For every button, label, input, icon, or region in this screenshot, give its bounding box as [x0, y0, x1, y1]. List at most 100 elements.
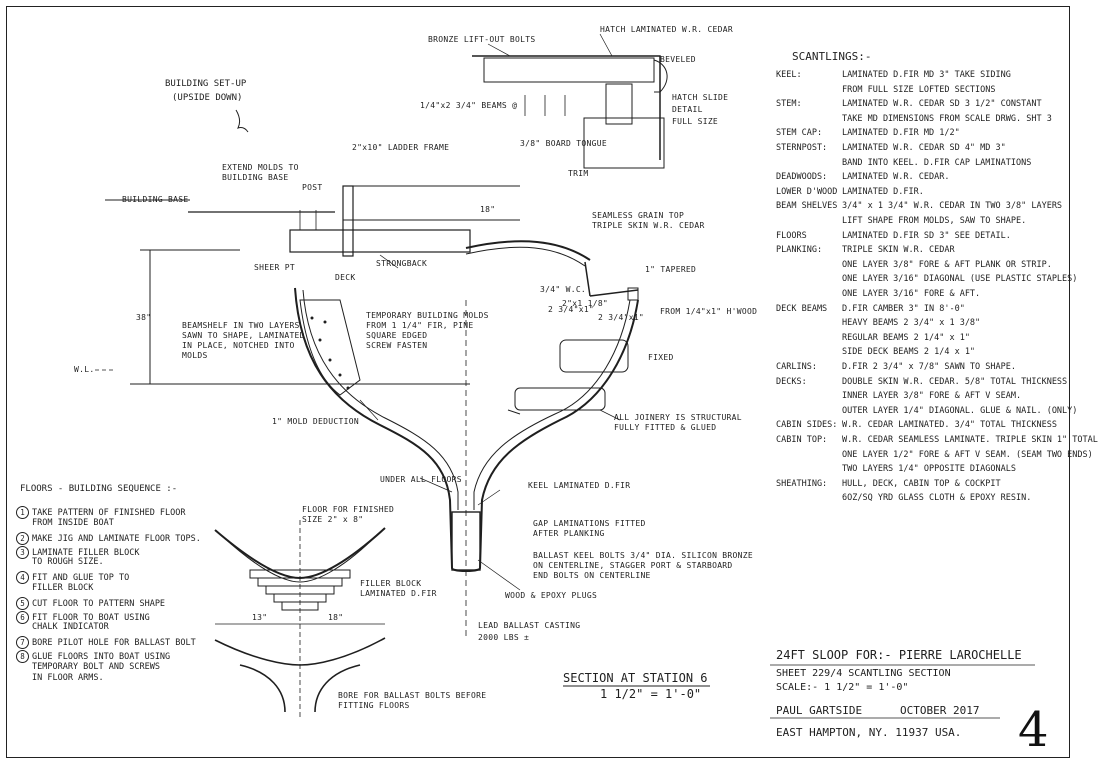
label-dim-2x18: 2"x1 1/8": [562, 299, 608, 308]
scantling-label: DEADWOODS:: [776, 172, 828, 183]
scantling-text: HULL, DECK, CABIN TOP & COCKPIT: [842, 478, 1001, 489]
label-gap-lam-2: AFTER PLANKING: [533, 529, 605, 538]
scantling-text: LIFT SHAPE FROM MOLDS, SAW TO SHAPE.: [842, 216, 1027, 226]
scantling-text: ONE LAYER 3/8" FORE & AFT PLANK OR STRIP…: [842, 259, 1052, 270]
label-beamshelf-1: BEAMSHELF IN TWO LAYERS: [182, 321, 300, 330]
label-trim: TRIM: [568, 169, 588, 178]
sequence-step-line: IN FLOOR ARMS.: [32, 673, 104, 684]
label-hatch-laminated: HATCH LAMINATED W.R. CEDAR: [600, 25, 733, 34]
title-line-1: 24FT SLOOP FOR:- PIERRE LAROCHELLE: [776, 648, 1022, 662]
scantling-text: INNER LAYER 3/8" FORE & AFT V SEAM.: [842, 391, 1022, 402]
label-dim-34: 3/4" W.C.: [540, 285, 586, 294]
label-dim-13: 13": [252, 613, 267, 622]
label-extend-molds-1: EXTEND MOLDS TO: [222, 163, 299, 172]
post: [342, 185, 354, 257]
label-lead-ballast-1: LEAD BALLAST CASTING: [478, 621, 580, 630]
sequence-step-line: TEMPORARY BOLT AND SCREWS: [32, 662, 160, 673]
label-seamless-grain-1: SEAMLESS GRAIN TOP: [592, 211, 684, 220]
label-lead-ballast-2: 2000 LBS ±: [478, 633, 529, 642]
berth-back: [559, 339, 629, 373]
scantling-text: SIDE DECK BEAMS 2 1/4 x 1": [842, 347, 976, 358]
step-number: 7: [16, 636, 29, 649]
drawing-date: OCTOBER 2017: [900, 704, 980, 717]
scantling-text: OUTER LAYER 1/4" DIAGONAL. GLUE & NAIL. …: [842, 405, 1078, 416]
scantling-label: LOWER D'WOOD: [776, 186, 838, 197]
step-number: 6: [16, 610, 29, 624]
step-number: 4: [16, 571, 29, 584]
section-scale: 1 1/2" = 1'-0": [600, 687, 701, 701]
strongback-beam: [289, 229, 471, 253]
scantling-label: STEM:: [776, 99, 802, 110]
step-number: 8: [16, 650, 29, 663]
side-deck: [589, 289, 639, 297]
scantling-text: TWO LAYERS 1/4" OPPOSITE DIAGONALS: [842, 464, 1016, 475]
label-dim-234: 2 3/4"x1": [598, 313, 644, 322]
scantling-text: ONE LAYER 3/16" FORE & AFT.: [842, 289, 981, 299]
floor-pattern-curve: [214, 637, 386, 666]
hull-inner-shell: [302, 289, 631, 510]
label-filler-block-1: FILLER BLOCK: [360, 579, 421, 588]
label-mold-deduction: 1" MOLD DEDUCTION: [272, 417, 359, 426]
floors-sequence-title: FLOORS - BUILDING SEQUENCE :-: [20, 484, 178, 494]
step-text: CHALK INDICATOR: [32, 622, 109, 632]
label-building-base: BUILDING BASE: [122, 195, 189, 204]
step-number: 1: [16, 506, 29, 519]
label-hatch-slide-1: HATCH SLIDE: [672, 93, 728, 102]
scantling-label: STEM CAP:: [776, 128, 823, 139]
scantling-text: FROM FULL SIZE LOFTED SECTIONS: [842, 84, 996, 95]
step-text: TEMPORARY BOLT AND SCREWS: [32, 661, 160, 672]
scantling-text: BAND INTO KEEL. D.FIR CAP LAMINATIONS: [842, 157, 1032, 168]
cabin-top: [465, 240, 591, 261]
label-board-tongue: 3/8" BOARD TONGUE: [520, 139, 607, 148]
label-beamshelf-2: SAWN TO SHAPE, LAMINATED: [182, 331, 305, 340]
scantling-label: STERNPOST:: [776, 143, 828, 153]
label-ballast-bolts-2: ON CENTERLINE, STAGGER PORT & STARBOARD: [533, 561, 733, 570]
scantling-label: SHEATHING:: [776, 478, 828, 489]
leader-arrow: [235, 109, 249, 133]
sequence-step-line: CHALK INDICATOR: [32, 622, 109, 633]
scantling-text: DOUBLE SKIN W.R. CEDAR. 5/8" TOTAL THICK…: [842, 376, 1068, 387]
label-hatch-slide-3: FULL SIZE: [672, 117, 718, 126]
label-floor-finished-2: SIZE 2" x 8": [302, 515, 363, 524]
step-text: TO ROUGH SIZE.: [32, 557, 104, 567]
scantling-text: D.FIR CAMBER 3" IN 8'-0": [842, 303, 965, 314]
scantling-text: 3/4" x 1 3/4" W.R. CEDAR IN TWO 3/8" LAY…: [842, 201, 1063, 212]
scantling-text: LAMINATED D.FIR.: [842, 186, 924, 197]
scantling-label: PLANKING:: [776, 245, 823, 256]
scantling-label: DECK BEAMS: [776, 303, 828, 314]
sheet-number: 4: [1018, 702, 1049, 758]
scantling-label: CARLINS:: [776, 362, 817, 372]
label-extend-molds-2: BUILDING BASE: [222, 173, 289, 182]
step-text: BORE PILOT HOLE FOR BALLAST BOLT: [32, 638, 196, 648]
scantling-text: LAMINATED D.FIR MD 1/2": [842, 128, 960, 139]
scantlings-title: SCANTLINGS:-: [792, 50, 872, 63]
label-post: POST: [302, 183, 322, 192]
label-under-floors: UNDER ALL FLOORS: [380, 475, 462, 484]
step-text: GLUE FLOORS INTO BOAT USING: [32, 652, 171, 662]
scantling-text: HEAVY BEAMS 2 3/4" x 1 3/8": [842, 318, 981, 329]
step-text: FROM INSIDE BOAT: [32, 517, 114, 528]
label-temp-molds-2: FROM 1 1/4" FIR, PINE: [366, 321, 473, 330]
cabin-side: [584, 261, 591, 297]
scantling-text: LAMINATED W.R. CEDAR SD 4" MD 3": [842, 143, 1006, 153]
label-ladder-frame: 2"x10" LADDER FRAME: [352, 143, 449, 152]
scantling-text: TRIPLE SKIN W.R. CEDAR: [842, 245, 955, 256]
scantling-text: LAMINATED W.R. CEDAR SD 3 1/2" CONSTANT: [842, 99, 1042, 110]
label-temp-molds-1: TEMPORARY BUILDING MOLDS: [366, 311, 489, 320]
label-from-14: FROM 1/4"x1" H'WOOD: [660, 307, 757, 316]
scantling-text: LAMINATED D.FIR MD 3" TAKE SIDING: [842, 70, 1011, 80]
label-gap-lam-1: GAP LAMINATIONS FITTED: [533, 519, 646, 528]
step-text: IN FLOOR ARMS.: [32, 673, 104, 683]
section-title: SECTION AT STATION 6: [563, 671, 708, 685]
label-hatch-slide-2: DETAIL: [672, 105, 703, 114]
label-all-joinery-2: FULLY FITTED & GLUED: [614, 423, 716, 432]
scantling-label: CABIN SIDES:: [776, 420, 838, 431]
label-deck: DECK: [335, 273, 355, 282]
label-bore-ballast-1: BORE FOR BALLAST BOLTS BEFORE: [338, 691, 486, 700]
label-beveled: BEVELED: [660, 55, 696, 64]
scantling-label: BEAM SHELVES: [776, 201, 838, 212]
